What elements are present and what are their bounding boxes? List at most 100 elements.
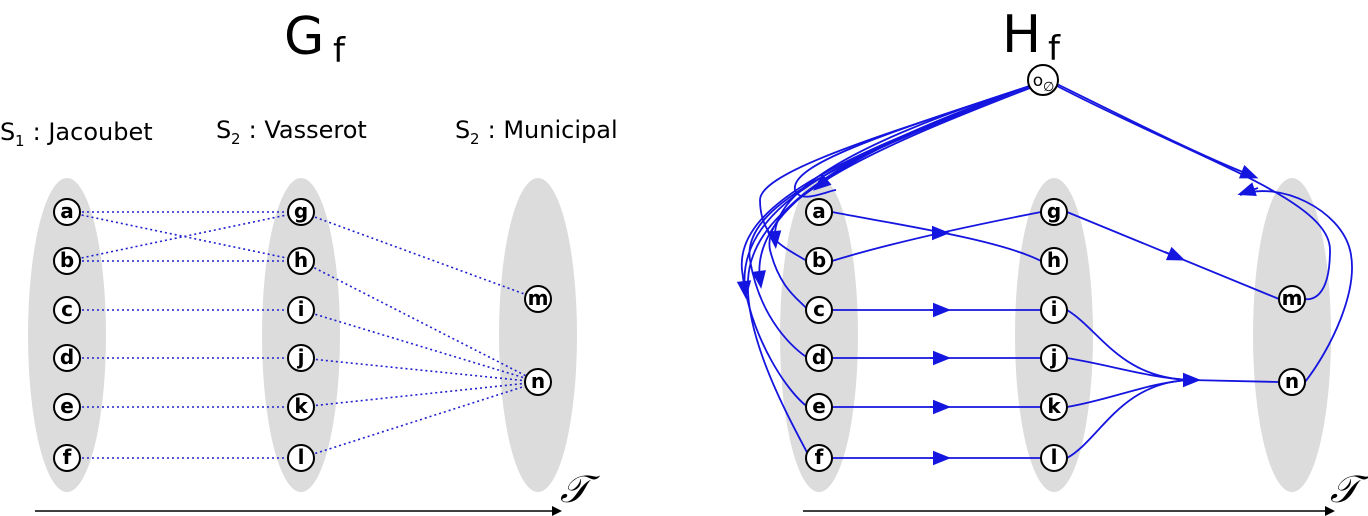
- left-nodes: a b c d e f g h i j k l m n: [53, 198, 552, 472]
- root-label: o: [1033, 71, 1043, 91]
- left-col-label-3: S 2 : Municipal: [455, 116, 618, 148]
- left-col-label-2: S 2 : Vasserot: [216, 116, 367, 148]
- svg-text:n: n: [1285, 369, 1299, 393]
- node-h: h: [287, 247, 315, 275]
- right-axis-label: 𝒯: [1330, 467, 1368, 511]
- left-graph-title-sub: f: [333, 31, 346, 71]
- node-g: g: [287, 198, 315, 226]
- svg-text:g: g: [294, 199, 308, 223]
- col-2-letter: S: [216, 116, 231, 144]
- left-group-s2-municipal: [499, 178, 577, 492]
- node-j: j: [1040, 344, 1068, 372]
- right-graph-title: H: [1002, 5, 1041, 65]
- node-n: n: [1278, 368, 1306, 396]
- right-graph-title-sub: f: [1048, 29, 1061, 69]
- edge-b-g: [831, 211, 1042, 262]
- svg-text:j: j: [1050, 345, 1058, 369]
- svg-text:n: n: [531, 369, 545, 393]
- svg-text:i: i: [298, 297, 305, 321]
- svg-text:m: m: [1282, 286, 1303, 310]
- node-d: d: [53, 344, 81, 372]
- root-sub: ∅: [1043, 80, 1054, 95]
- node-h: h: [1040, 247, 1068, 275]
- col-1-name: : Jacoubet: [25, 118, 153, 146]
- svg-text:a: a: [812, 199, 826, 223]
- left-graph-title: G: [284, 7, 324, 67]
- node-a: a: [53, 198, 81, 226]
- svg-text:k: k: [1047, 394, 1061, 418]
- col-3-sub: 2: [470, 130, 480, 148]
- edge-i-n: [300, 309, 539, 383]
- col-1-letter: S: [0, 118, 15, 146]
- node-f: f: [805, 444, 833, 472]
- right-edges: [736, 83, 1353, 466]
- svg-text:k: k: [294, 394, 308, 418]
- left-axis-label: 𝒯: [560, 467, 600, 511]
- node-e: e: [805, 393, 833, 421]
- svg-text:e: e: [812, 394, 826, 418]
- left-edges: [66, 211, 539, 459]
- edge-h-n: [300, 260, 539, 383]
- node-e: e: [53, 393, 81, 421]
- root-node: o ∅: [1027, 64, 1059, 96]
- left-group-s2-vasserot: [262, 178, 340, 492]
- edge-n-o-arrow: [1237, 182, 1259, 196]
- col-1-sub: 1: [15, 132, 25, 150]
- edge-o-m: [1056, 85, 1331, 301]
- node-m: m: [1278, 285, 1306, 313]
- col-3-letter: S: [455, 116, 470, 144]
- node-m: m: [524, 285, 552, 313]
- right-graph: H f: [736, 5, 1368, 516]
- edge-l-n: [300, 381, 539, 459]
- node-n: n: [524, 368, 552, 396]
- edge-merge-n: [1189, 379, 1280, 383]
- left-graph: G f S 1 : Jacoubet S 2 : Vasserot S 2 : …: [0, 7, 618, 516]
- svg-text:l: l: [1051, 445, 1058, 469]
- svg-text:i: i: [1051, 297, 1058, 321]
- svg-text:l: l: [298, 445, 305, 469]
- edge-g-m-arrow: [1164, 246, 1186, 261]
- node-i: i: [1040, 296, 1068, 324]
- node-i: i: [287, 296, 315, 324]
- node-g: g: [1040, 198, 1068, 226]
- left-col-label-1: S 1 : Jacoubet: [0, 118, 153, 150]
- edge-o-a: [794, 85, 1031, 198]
- svg-text:m: m: [528, 286, 549, 310]
- edge-j-n: [1066, 357, 1191, 381]
- node-b: b: [805, 247, 833, 275]
- svg-text:e: e: [60, 394, 74, 418]
- edge-a-h: [831, 211, 1042, 262]
- svg-text:g: g: [1047, 199, 1061, 223]
- col-2-name: : Vasserot: [241, 116, 367, 144]
- node-f: f: [53, 444, 81, 472]
- svg-text:h: h: [294, 248, 308, 272]
- edge-o-d: [748, 85, 1031, 359]
- node-d: d: [805, 344, 833, 372]
- edge-o-e: [741, 85, 1031, 408]
- edge-f-o: [747, 87, 1031, 459]
- svg-text:d: d: [60, 345, 74, 369]
- edge-n-o: [1239, 190, 1353, 383]
- svg-text:j: j: [297, 345, 305, 369]
- right-group-s2-municipal: [1253, 178, 1331, 492]
- node-c: c: [805, 296, 833, 324]
- svg-text:a: a: [60, 199, 74, 223]
- svg-text:h: h: [1047, 248, 1061, 272]
- right-nodes: a b c d e f g h i j k l m n: [805, 198, 1306, 472]
- col-2-sub: 2: [231, 130, 241, 148]
- node-k: k: [287, 393, 315, 421]
- node-l: l: [287, 444, 315, 472]
- col-3-name: : Municipal: [480, 116, 618, 144]
- edge-g-m: [300, 211, 539, 300]
- node-j: j: [287, 344, 315, 372]
- svg-text:c: c: [61, 297, 73, 321]
- node-c: c: [53, 296, 81, 324]
- svg-text:c: c: [813, 297, 825, 321]
- left-time-axis-arrow: [552, 506, 562, 516]
- edge-l-n: [1066, 379, 1191, 459]
- svg-text:b: b: [812, 248, 826, 272]
- svg-text:f: f: [815, 445, 824, 469]
- node-a: a: [805, 198, 833, 226]
- node-k: k: [1040, 393, 1068, 421]
